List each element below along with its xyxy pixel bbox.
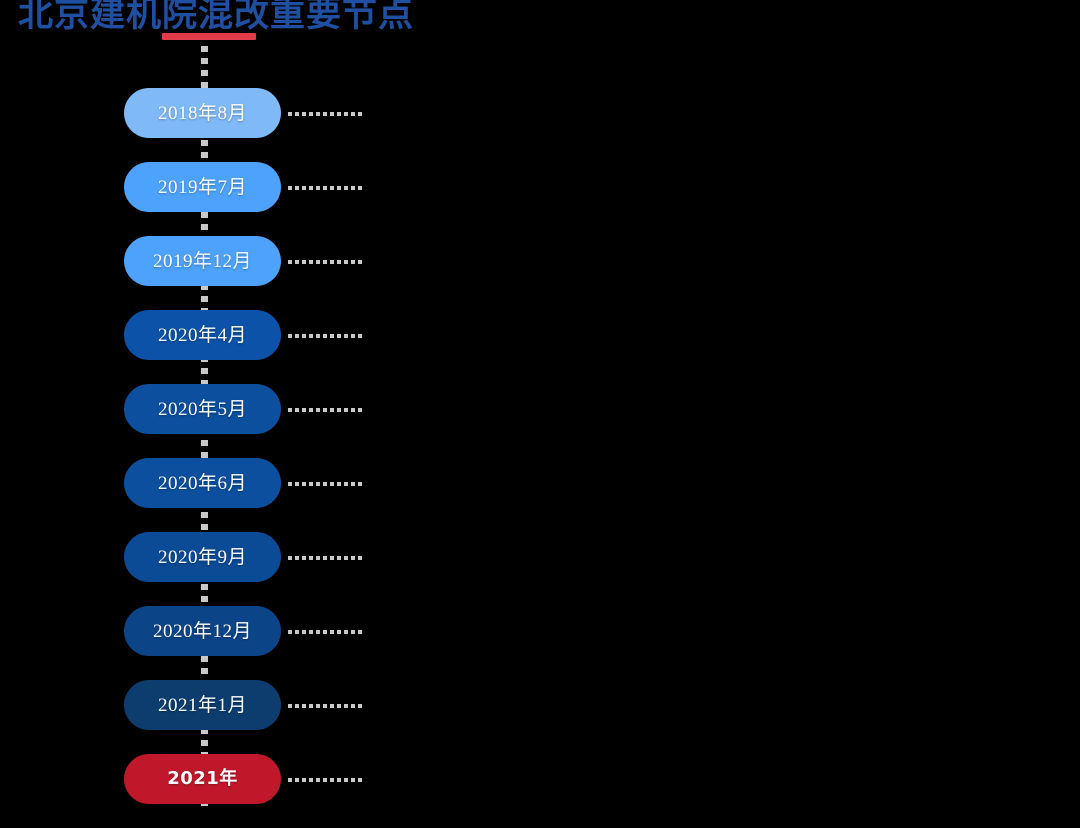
timeline-connector-dotted-line	[288, 482, 362, 486]
title-block: 北京建机院混改重要节点	[18, 0, 658, 48]
timeline-node-pill[interactable]: 2020年4月	[124, 310, 281, 360]
timeline-node-pill[interactable]: 2020年9月	[124, 532, 281, 582]
timeline-node-pill[interactable]: 2020年5月	[124, 384, 281, 434]
timeline-item: 2020年9月	[0, 532, 1080, 582]
timeline-connector-dotted-line	[288, 630, 362, 634]
timeline-connector-dotted-line	[288, 556, 362, 560]
timeline-connector-dotted-line	[288, 112, 362, 116]
timeline-node-label: 2020年9月	[157, 546, 247, 568]
timeline-item: 2020年12月	[0, 606, 1080, 656]
timeline-node-label: 2021年	[167, 768, 238, 789]
timeline-node-label: 2020年5月	[157, 398, 247, 420]
timeline-node-label: 2020年12月	[152, 620, 252, 642]
timeline-connector-dotted-line	[288, 186, 362, 190]
timeline-connector-dotted-line	[288, 334, 362, 338]
timeline-node-pill[interactable]: 2020年6月	[124, 458, 281, 508]
timeline-connector-dotted-line	[288, 260, 362, 264]
timeline-connector-dotted-line	[288, 704, 362, 708]
timeline-node-pill[interactable]: 2019年12月	[124, 236, 281, 286]
timeline-spine	[201, 92, 208, 812]
timeline-list: 2018年8月 2019年7月 2019年12月 2020年4月 2020年5月 2020…	[0, 88, 1080, 828]
timeline-item: 2019年7月	[0, 162, 1080, 212]
timeline-node-label: 2018年8月	[157, 102, 247, 124]
timeline-connector-dotted-line	[288, 778, 362, 782]
timeline-node-label: 2019年12月	[152, 250, 252, 272]
timeline-item: 2020年6月	[0, 458, 1080, 508]
timeline-connector-dotted-line	[288, 408, 362, 412]
page-title: 北京建机院混改重要节点	[18, 0, 415, 35]
timeline-item: 2019年12月	[0, 236, 1080, 286]
title-underline-accent	[162, 33, 256, 40]
timeline-item: 2021年1月	[0, 680, 1080, 730]
timeline-item: 2021年	[0, 754, 1080, 804]
timeline-node-label: 2021年1月	[157, 694, 247, 716]
timeline-node-label: 2020年6月	[157, 472, 247, 494]
timeline-item: 2020年5月	[0, 384, 1080, 434]
timeline-node-pill[interactable]: 2020年12月	[124, 606, 281, 656]
timeline-item: 2020年4月	[0, 310, 1080, 360]
timeline-node-pill[interactable]: 2021年1月	[124, 680, 281, 730]
timeline-node-pill[interactable]: 2018年8月	[124, 88, 281, 138]
timeline-item: 2018年8月	[0, 88, 1080, 138]
timeline-node-label: 2019年7月	[157, 176, 247, 198]
timeline-spine-top	[201, 46, 208, 92]
timeline-node-pill[interactable]: 2019年7月	[124, 162, 281, 212]
timeline-node-pill[interactable]: 2021年	[124, 754, 281, 804]
timeline-node-label: 2020年4月	[157, 324, 247, 346]
